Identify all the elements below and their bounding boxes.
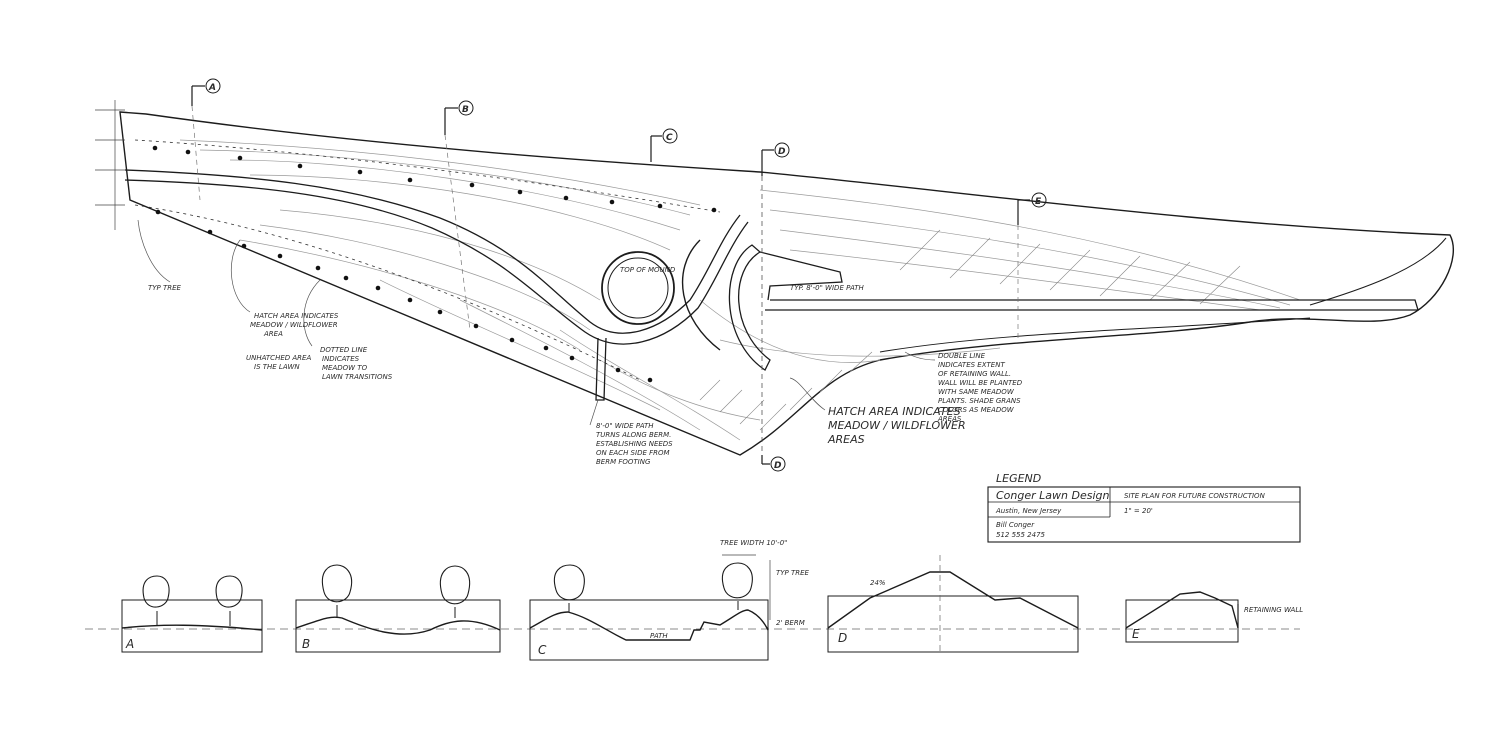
section-marker-d: D D xyxy=(761,142,790,472)
section-d-label: D xyxy=(838,631,847,645)
note-path: TYP. 8'-0" WIDE PATH xyxy=(790,284,865,292)
note-hatch-bottom: HATCH AREA INDICATES MEADOW / WILDFLOWER… xyxy=(827,405,969,446)
contour-lines xyxy=(179,139,1301,441)
section-marker-e: E xyxy=(1017,192,1047,340)
title-block: LEGEND Conger Lawn Design SITE PLAN FOR … xyxy=(987,472,1301,543)
section-b-label: B xyxy=(302,637,310,651)
section-marker-c: C xyxy=(650,128,678,162)
section-marker-a: A xyxy=(191,78,221,106)
svg-text:E: E xyxy=(1035,197,1042,207)
note-typ-tree: TYP TREE xyxy=(148,284,182,292)
note-berm: 8'-0" WIDE PATH TURNS ALONG BERM. ESTABL… xyxy=(596,422,675,466)
meadow-hatch xyxy=(699,229,1241,431)
title-block-location: Austin, New Jersey xyxy=(995,507,1062,515)
section-c-typ-note: TYP TREE xyxy=(776,569,810,577)
note-center: TOP OF MOUND xyxy=(620,266,676,274)
svg-text:A: A xyxy=(208,83,216,93)
title-block-designer: Bill Conger xyxy=(996,521,1035,529)
note-dotted-line: DOTTED LINE INDICATES MEADOW TO LAWN TRA… xyxy=(320,346,393,381)
note-double-line: DOUBLE LINE INDICATES EXTENT OF RETAININ… xyxy=(937,352,1024,423)
dimension-marks xyxy=(95,100,125,230)
section-e-label: E xyxy=(1132,627,1140,641)
section-c-path-note: PATH xyxy=(650,632,668,640)
svg-text:D: D xyxy=(774,461,782,471)
section-a-label: A xyxy=(125,637,134,651)
note-unhatched: UNHATCHED AREA IS THE LAWN xyxy=(246,354,313,371)
title-block-sheet: SITE PLAN FOR FUTURE CONSTRUCTION xyxy=(1124,492,1266,500)
section-a: A xyxy=(121,575,263,653)
section-e-note: RETAINING WALL xyxy=(1244,606,1303,614)
section-c: TREE WIDTH 10'-0" TYP TREE 2' BERM PATH … xyxy=(529,539,810,661)
walking-path xyxy=(124,169,1419,401)
plan-annotations: TYP TREE HATCH AREA INDICATES MEADOW / W… xyxy=(148,266,1024,466)
title-block-scale: 1" = 20' xyxy=(1124,507,1153,515)
section-marker-b: B xyxy=(444,100,474,135)
central-mound xyxy=(601,239,721,351)
title-block-phone: 512 555 2475 xyxy=(996,531,1046,539)
section-markers: A B C D D E xyxy=(191,78,1047,472)
title-block-project: Conger Lawn Design xyxy=(996,489,1109,502)
svg-text:B: B xyxy=(462,105,469,115)
svg-text:D: D xyxy=(778,147,786,157)
meadow-lawn-transition xyxy=(134,139,721,383)
section-e: RETAINING WALL E xyxy=(1125,591,1303,643)
section-d: 24% D xyxy=(827,555,1079,653)
section-c-tree-note: TREE WIDTH 10'-0" xyxy=(720,539,787,547)
leader-lines xyxy=(137,219,936,426)
section-b: B xyxy=(295,564,501,653)
section-c-label: C xyxy=(538,643,547,657)
section-d-slope: 24% xyxy=(870,579,886,587)
note-hatch-left: HATCH AREA INDICATES MEADOW / WILDFLOWER… xyxy=(250,312,341,338)
svg-text:C: C xyxy=(666,133,673,143)
section-c-berm-note: 2' BERM xyxy=(776,619,805,627)
title-block-header: LEGEND xyxy=(996,472,1041,485)
